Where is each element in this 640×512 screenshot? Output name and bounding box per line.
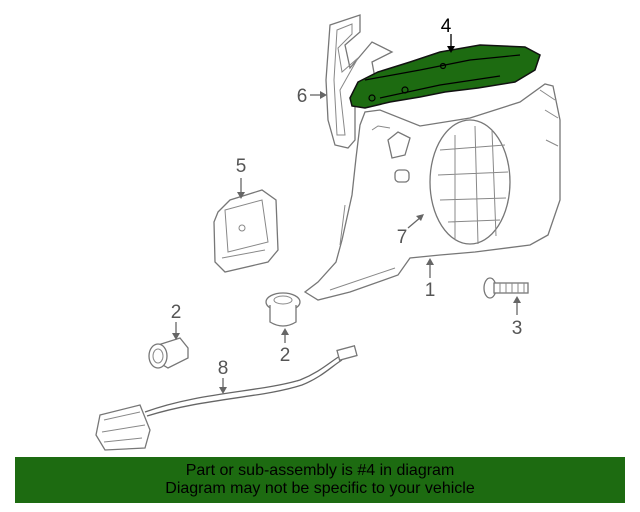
callout-7-label: 7	[397, 227, 408, 248]
callout-3-label: 3	[512, 318, 523, 339]
callout-8-label: 8	[218, 358, 229, 379]
callout-5: 5	[236, 156, 247, 199]
callout-2-left: 2	[171, 302, 182, 340]
part-1-quarter-trim-panel[interactable]	[303, 83, 561, 301]
part-5-trim-cover[interactable]	[213, 189, 279, 273]
callout-1-label: 1	[425, 280, 436, 301]
banner-line-1: Part or sub-assembly is #4 in diagram	[185, 462, 455, 479]
callout-4-label: 4	[441, 16, 452, 37]
callout-2-right: 2	[280, 328, 291, 366]
callout-1: 1	[425, 258, 436, 301]
callout-8: 8	[218, 358, 229, 394]
info-banner: Part or sub-assembly is #4 in diagram Di…	[15, 457, 625, 503]
callout-5-label: 5	[236, 156, 247, 177]
callout-3: 3	[512, 296, 523, 339]
part-2-grommet-right[interactable]	[265, 292, 301, 327]
callout-6-label: 6	[297, 86, 308, 107]
part-4-upper-trim-highlighted[interactable]	[349, 44, 541, 109]
part-2-fastener-left[interactable]	[148, 337, 189, 369]
part-8-lamp-harness[interactable]	[95, 345, 358, 451]
parts-diagram: 4 6 5 7 1 3 2 2 8	[95, 14, 561, 451]
callout-2b-label: 2	[280, 345, 291, 366]
callout-4: 4	[441, 16, 455, 53]
callout-2a-label: 2	[171, 302, 182, 323]
callout-6: 6	[297, 86, 327, 107]
callout-7: 7	[397, 214, 424, 248]
part-3-bolt[interactable]	[483, 277, 529, 299]
banner-line-2: Diagram may not be specific to your vehi…	[165, 480, 475, 497]
